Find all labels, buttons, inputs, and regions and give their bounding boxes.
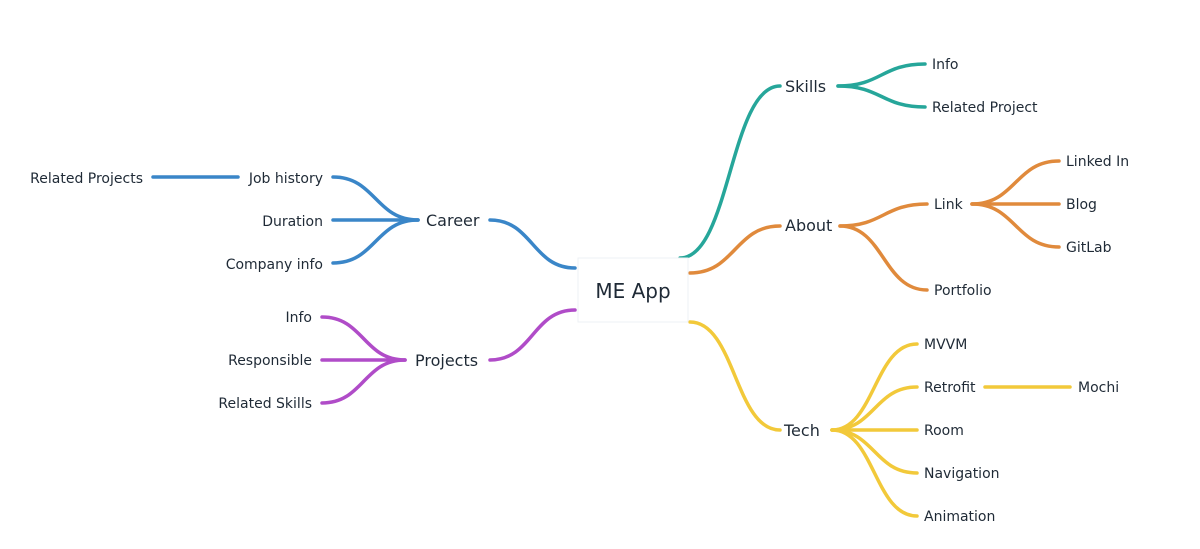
edge-skills-info xyxy=(836,62,927,88)
edge-career-company-info xyxy=(331,218,420,265)
projects-node[interactable]: Projects xyxy=(415,351,478,370)
link-blog-node[interactable]: Blog xyxy=(1066,197,1097,213)
retrofit-mochi-node[interactable]: Mochi xyxy=(1078,380,1119,396)
edge-root-about xyxy=(688,224,782,275)
edge-link-linkedin xyxy=(970,159,1061,206)
tech-node[interactable]: Tech xyxy=(783,421,820,440)
edge-projects-related-skills xyxy=(320,358,407,405)
tech-navigation-node[interactable]: Navigation xyxy=(924,466,1000,482)
edge-projects-info xyxy=(320,315,407,362)
about-portfolio-node[interactable]: Portfolio xyxy=(934,283,992,299)
about-link-node[interactable]: Link xyxy=(934,197,964,213)
edge-root-career xyxy=(488,218,577,270)
about-node[interactable]: About xyxy=(785,216,832,235)
edge-tech-animation xyxy=(830,428,919,518)
skills-related-project-node[interactable]: Related Project xyxy=(932,100,1038,116)
link-linkedin-node[interactable]: Linked In xyxy=(1066,154,1129,170)
skills-info-node[interactable]: Info xyxy=(932,57,959,73)
tech-retrofit-node[interactable]: Retrofit xyxy=(924,380,976,396)
root-node[interactable]: ME App xyxy=(577,257,689,323)
tech-mvvm-node[interactable]: MVVM xyxy=(924,337,967,353)
skills-node[interactable]: Skills xyxy=(785,77,826,96)
edge-tech-mvvm xyxy=(830,342,919,432)
edge-tech-navigation xyxy=(830,428,919,475)
job-history-related-projects-node[interactable]: Related Projects xyxy=(30,171,143,187)
career-duration-node[interactable]: Duration xyxy=(262,214,323,230)
tech-room-node[interactable]: Room xyxy=(924,423,964,439)
edge-about-portfolio xyxy=(838,224,929,292)
root-label: ME App xyxy=(595,279,670,303)
edge-root-skills xyxy=(678,84,782,260)
career-company-info-node[interactable]: Company info xyxy=(226,257,323,273)
edge-skills-related-project xyxy=(836,84,927,109)
projects-info-node[interactable]: Info xyxy=(286,310,313,326)
edge-root-tech xyxy=(688,320,782,432)
edge-career-job-history xyxy=(331,175,420,222)
tech-animation-node[interactable]: Animation xyxy=(924,509,995,525)
edge-link-gitlab xyxy=(970,202,1061,249)
projects-related-skills-node[interactable]: Related Skills xyxy=(218,396,312,412)
career-job-history-node[interactable]: Job history xyxy=(248,171,323,187)
projects-responsible-node[interactable]: Responsible xyxy=(228,353,312,369)
edges xyxy=(151,62,1072,518)
edge-about-link xyxy=(838,202,929,228)
edge-root-projects xyxy=(488,308,577,362)
link-gitlab-node[interactable]: GitLab xyxy=(1066,240,1112,256)
edge-tech-retrofit xyxy=(830,385,919,432)
career-node[interactable]: Career xyxy=(426,211,480,230)
